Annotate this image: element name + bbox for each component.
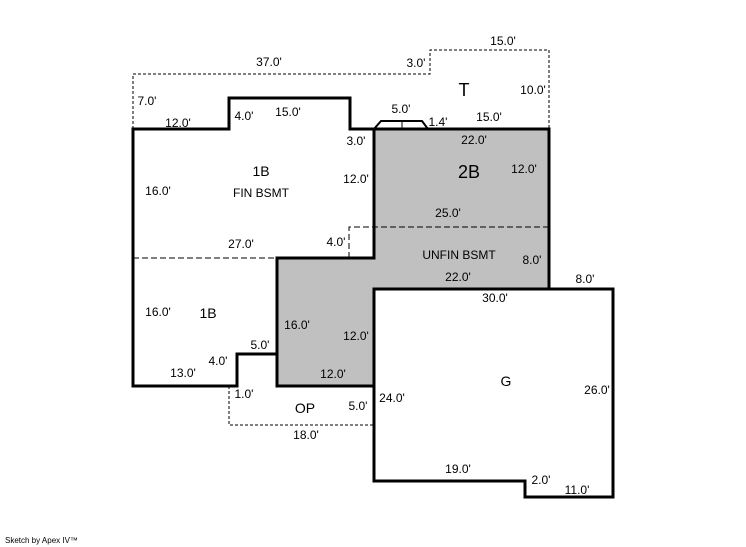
dim-label: 2.0' bbox=[532, 473, 551, 487]
dim-label: 27.0' bbox=[228, 237, 254, 251]
dim-label: 12.0' bbox=[511, 162, 537, 176]
dim-label: 16.0' bbox=[145, 305, 171, 319]
dim-label: 22.0' bbox=[461, 133, 487, 147]
area-sub-unfin-bsmt: UNFIN BSMT bbox=[422, 248, 496, 262]
garage-outline bbox=[372, 287, 615, 499]
dim-label: 13.0' bbox=[170, 366, 196, 380]
dim-label: 16.0' bbox=[284, 318, 310, 332]
dim-label: 30.0' bbox=[482, 291, 508, 305]
dim-label: 3.0' bbox=[347, 134, 366, 148]
dim-label: 15.0' bbox=[476, 110, 502, 124]
dim-label: 18.0' bbox=[293, 428, 319, 442]
open-porch-outline bbox=[228, 386, 374, 426]
dim-label: 22.0' bbox=[445, 270, 471, 284]
dim-label: 5.0' bbox=[349, 399, 368, 413]
dim-label: 26.0' bbox=[584, 383, 610, 397]
dim-label: 5.0' bbox=[392, 102, 411, 116]
dim-label: 25.0' bbox=[435, 206, 461, 220]
dim-label: 12.0' bbox=[165, 116, 191, 130]
dim-label: 8.0' bbox=[523, 253, 542, 267]
dim-label: 4.0' bbox=[209, 354, 228, 368]
dim-label: 10.0' bbox=[520, 83, 546, 97]
area-label-1b-upper: 1B bbox=[252, 163, 269, 179]
dim-label: 1.4' bbox=[429, 115, 448, 129]
divider-dashed-2b bbox=[348, 226, 549, 258]
area-label-garage: G bbox=[501, 373, 512, 389]
dim-label: 1.0' bbox=[235, 387, 254, 401]
dim-label: 5.0' bbox=[251, 338, 270, 352]
dim-label: 37.0' bbox=[256, 55, 282, 69]
dim-label: 12.0' bbox=[343, 172, 369, 186]
area-label-2b: 2B bbox=[458, 162, 480, 182]
dim-label: 8.0' bbox=[576, 272, 595, 286]
dimension-labels: 15.0' 37.0' 3.0' 10.0' 7.0' 12.0' 4.0' 1… bbox=[138, 34, 610, 497]
dim-label: 19.0' bbox=[445, 462, 471, 476]
area-label-op: OP bbox=[295, 400, 315, 416]
credit-text: Sketch by Apex IV™ bbox=[5, 536, 78, 545]
dim-label: 15.0' bbox=[490, 34, 516, 48]
area-label-t: T bbox=[459, 80, 470, 100]
dim-label: 4.0' bbox=[327, 235, 346, 249]
dim-label: 11.0' bbox=[565, 483, 590, 497]
dim-label: 12.0' bbox=[343, 329, 369, 343]
dim-label: 12.0' bbox=[320, 367, 346, 381]
area-sub-fin-bsmt: FIN BSMT bbox=[233, 186, 290, 200]
terrace-outline bbox=[132, 49, 550, 129]
level1-basement-outline bbox=[131, 96, 374, 388]
dim-label: 7.0' bbox=[138, 94, 157, 108]
dim-label: 24.0' bbox=[379, 391, 405, 405]
dim-label: 16.0' bbox=[145, 184, 171, 198]
dim-label: 15.0' bbox=[275, 105, 301, 119]
dim-label: 4.0' bbox=[235, 109, 254, 123]
area-label-1b-lower: 1B bbox=[199, 305, 216, 321]
dim-label: 3.0' bbox=[407, 56, 426, 70]
